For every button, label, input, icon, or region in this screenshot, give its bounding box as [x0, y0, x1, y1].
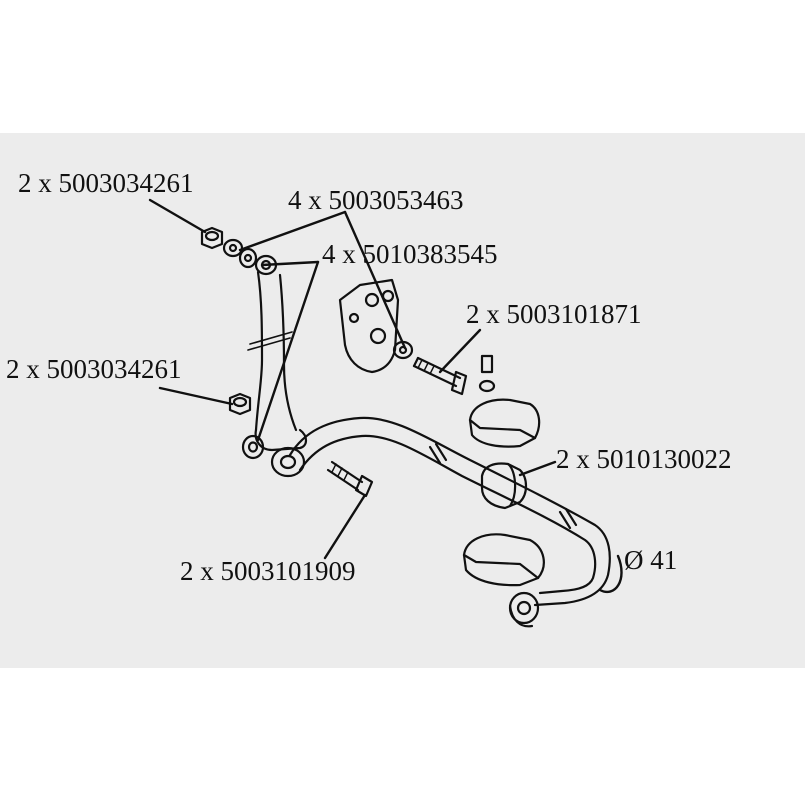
- bushing: [480, 462, 528, 510]
- clamp-upper: [468, 354, 541, 448]
- callout-part-5003034261-top: 2 x 5003034261: [18, 168, 194, 198]
- callout-part-5003101909: 2 x 5003101909: [180, 556, 356, 586]
- callout-part-5003053463: 4 x 5003053463: [288, 185, 464, 215]
- callout-part-5003034261-lower: 2 x 5003034261: [6, 354, 182, 384]
- drop-link-left: [241, 254, 308, 478]
- drawing-area: [0, 133, 805, 668]
- callout-part-5010383545: 4 x 5010383545: [322, 239, 498, 269]
- bolt-center: [412, 356, 468, 396]
- bolt-lower: [326, 460, 374, 498]
- callout-diameter: Ø 41: [624, 545, 678, 575]
- bracket-plate: [338, 278, 414, 374]
- end-bush-right: [508, 591, 540, 628]
- callout-part-5010130022: 2 x 5010130022: [556, 444, 732, 474]
- nut-top-left: [200, 226, 258, 269]
- clamp-lower: [462, 533, 545, 587]
- leader-lines: [148, 198, 623, 593]
- callout-part-5003101871: 2 x 5003101871: [466, 299, 642, 329]
- nut-lower-left: [228, 392, 252, 416]
